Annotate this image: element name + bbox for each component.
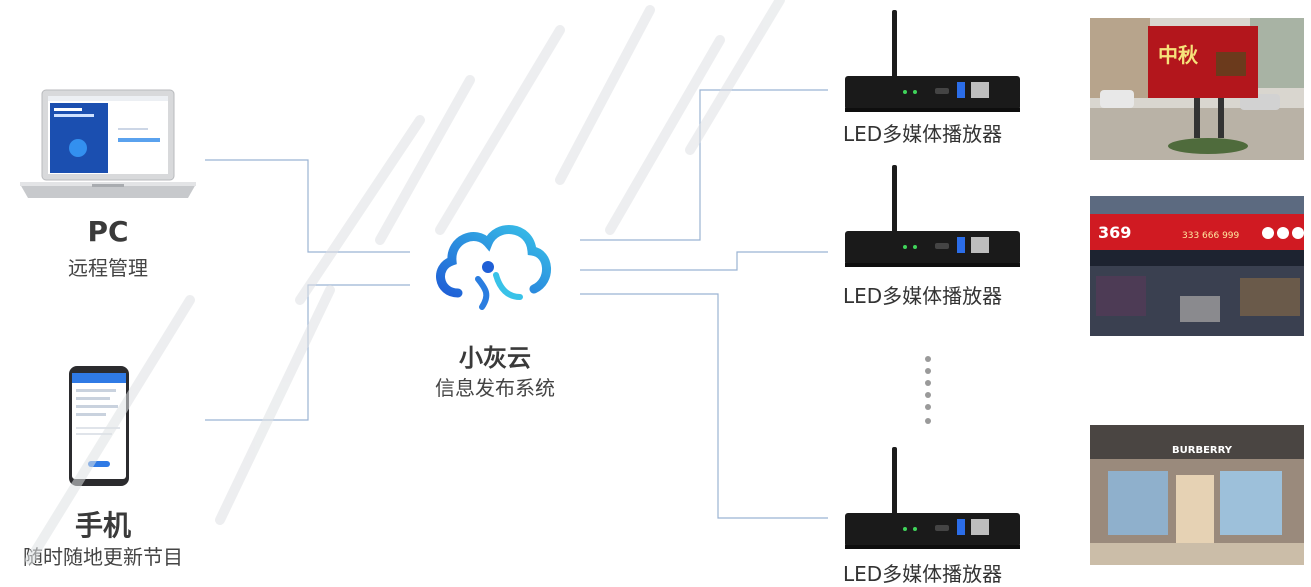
- line-cloud-to-player-1: [580, 89, 828, 241]
- player-label-2: LED多媒体播放器: [843, 284, 1003, 308]
- line-pc-to-cloud: [205, 159, 410, 253]
- line-cloud-to-player-2: [580, 251, 828, 271]
- screen-photo-overpass: 369 333 666 999: [1090, 196, 1304, 336]
- billboard-text: 中秋: [1158, 43, 1199, 67]
- player-device-2: [845, 165, 1020, 270]
- phone-subtitle: 随时随地更新节目: [23, 545, 183, 569]
- line-cloud-to-player-3: [580, 293, 828, 519]
- laptop-illustration: [20, 88, 196, 200]
- player-label-3: LED多媒体播放器: [843, 562, 1003, 586]
- cloud-logo-icon: [430, 215, 555, 315]
- cloud-subtitle: 信息发布系统: [435, 376, 555, 400]
- pc-subtitle: 远程管理: [68, 256, 148, 280]
- phone-illustration: [68, 365, 130, 487]
- pc-title: PC: [87, 215, 129, 248]
- line-phone-to-cloud: [205, 284, 410, 421]
- player-label-1: LED多媒体播放器: [843, 122, 1003, 146]
- more-players-ellipsis: [924, 355, 932, 427]
- screen-photo-storefront: BURBERRY: [1090, 425, 1304, 565]
- cloud-title: 小灰云: [459, 344, 531, 372]
- phone-title: 手机: [74, 509, 131, 542]
- overpass-number: 369: [1098, 223, 1131, 242]
- player-device-1: [845, 10, 1020, 115]
- overpass-phone: 333 666 999: [1182, 231, 1240, 241]
- player-device-3: [845, 447, 1020, 552]
- storefront-sign: BURBERRY: [1172, 445, 1233, 456]
- screen-photo-billboard: 中秋: [1090, 18, 1304, 160]
